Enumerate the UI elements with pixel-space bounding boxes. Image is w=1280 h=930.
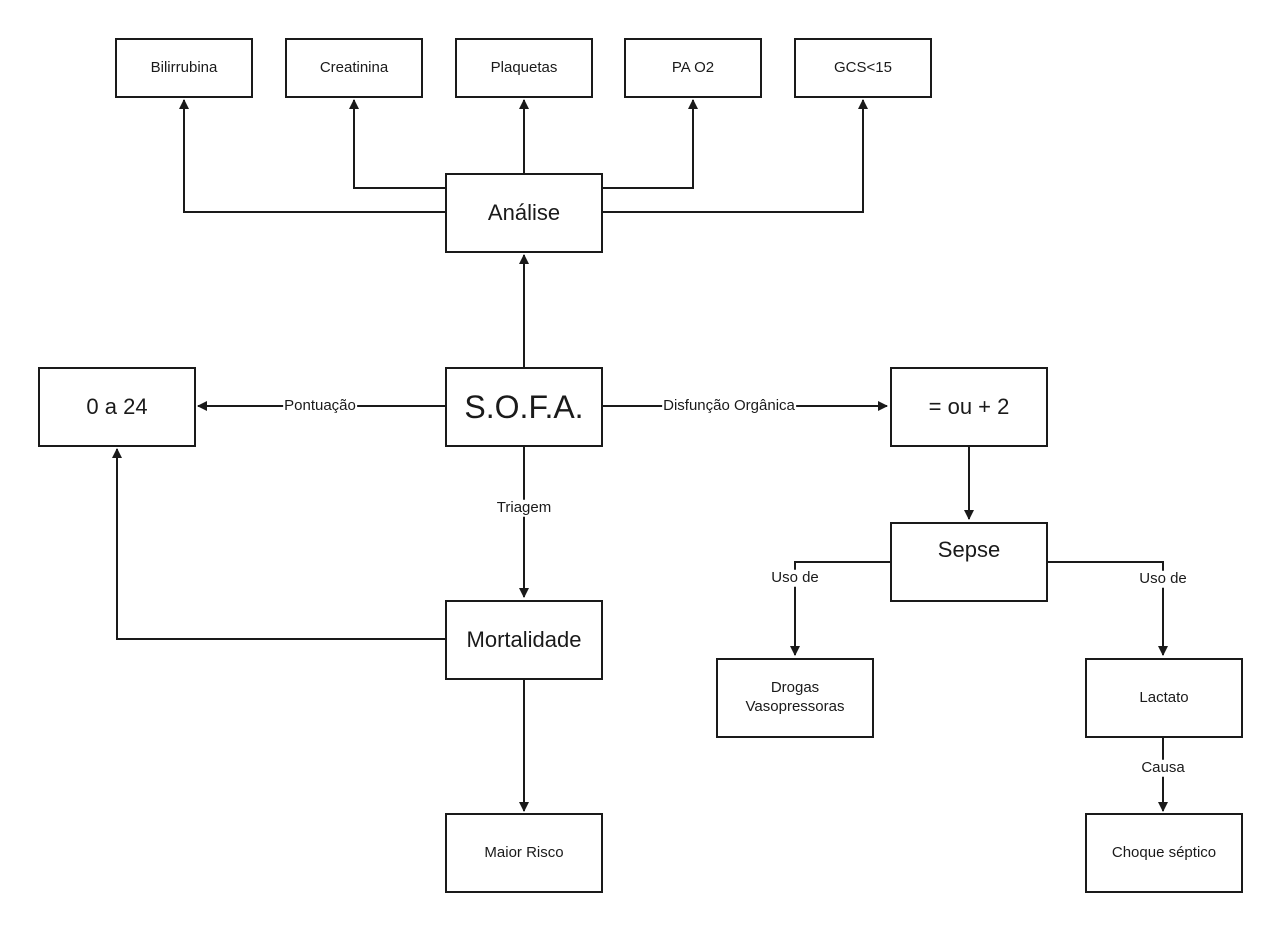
node-plaquetas[interactable]: Plaquetas xyxy=(455,38,593,98)
node-sofa[interactable]: S.O.F.A. xyxy=(445,367,603,447)
node-analise[interactable]: Análise xyxy=(445,173,603,253)
node-maior-risco[interactable]: Maior Risco xyxy=(445,813,603,893)
edge-label-disfuncao: Disfunção Orgânica xyxy=(662,396,796,415)
node-gcs[interactable]: GCS<15 xyxy=(794,38,932,98)
node-lactato[interactable]: Lactato xyxy=(1085,658,1243,738)
edge-analise-bilirrubina xyxy=(179,99,446,213)
edge-analise-gcs xyxy=(602,99,868,213)
edge-label-pontuacao: Pontuação xyxy=(283,396,357,415)
node-range-0-24[interactable]: 0 a 24 xyxy=(38,367,196,447)
edge-sepse-lactato xyxy=(1047,561,1168,656)
node-drogas-vasopressoras[interactable]: Drogas Vasopressoras xyxy=(716,658,874,738)
edge-sepse-drogas xyxy=(790,561,892,656)
node-bilirrubina[interactable]: Bilirrubina xyxy=(115,38,253,98)
node-choque-septico[interactable]: Choque séptico xyxy=(1085,813,1243,893)
node-pao2[interactable]: PA O2 xyxy=(624,38,762,98)
node-disfuncao-value[interactable]: = ou + 2 xyxy=(890,367,1048,447)
node-creatinina[interactable]: Creatinina xyxy=(285,38,423,98)
edge-analise-pao2 xyxy=(602,99,698,189)
edge-label-uso-de-left: Uso de xyxy=(770,568,820,587)
edge-mortalidade-range xyxy=(112,448,446,640)
node-sepse[interactable]: Sepse xyxy=(890,522,1048,602)
edge-label-triagem: Triagem xyxy=(495,498,553,517)
edge-analise-creatinina xyxy=(349,99,446,189)
node-mortalidade[interactable]: Mortalidade xyxy=(445,600,603,680)
edge-label-causa: Causa xyxy=(1140,758,1186,777)
edge-label-uso-de-right: Uso de xyxy=(1138,569,1188,588)
